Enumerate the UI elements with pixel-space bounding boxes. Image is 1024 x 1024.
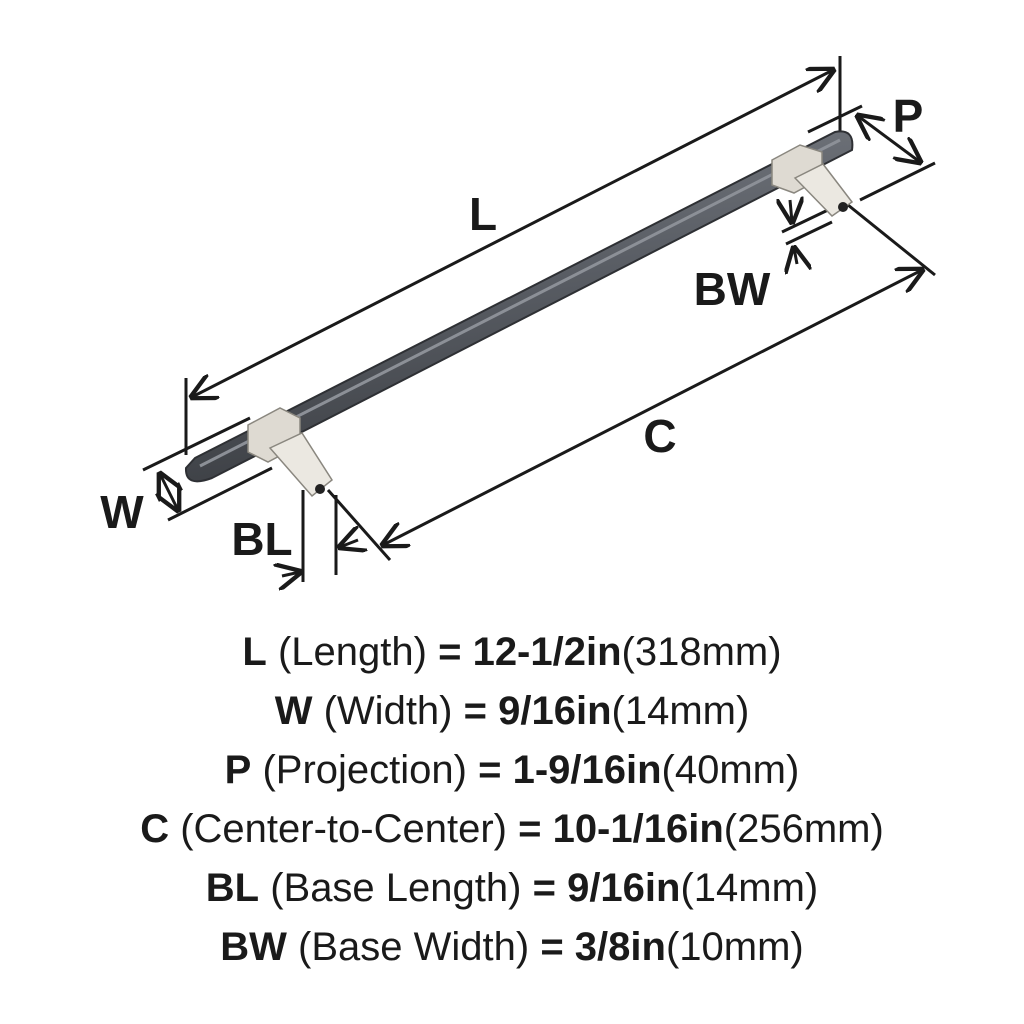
dimension-diagram: L W BL C P BW (100, 56, 936, 620)
label-w: W (100, 486, 144, 538)
spec-value: = 3/8in (540, 925, 666, 969)
spec-name: (Length) (277, 630, 427, 674)
spec-metric: (40mm) (661, 748, 800, 792)
spec-metric: (10mm) (665, 925, 804, 969)
spec-value: = 1-9/16in (478, 748, 662, 792)
spec-name: (Base Width) (298, 925, 530, 969)
spec-value: = 10-1/16in (518, 807, 724, 851)
spec-code: BW (220, 925, 287, 969)
label-bl: BL (231, 513, 292, 565)
spec-name: (Base Length) (270, 866, 522, 910)
spec-metric: (14mm) (611, 689, 750, 733)
base-post-left (247, 407, 333, 498)
spec-width: W (Width) = 9/16in(14mm) (0, 685, 1024, 744)
spec-base-length: BL (Base Length) = 9/16in(14mm) (0, 862, 1024, 921)
spec-metric: (256mm) (723, 807, 884, 851)
spec-code: P (224, 748, 252, 792)
label-bw: BW (694, 263, 771, 315)
spec-value: = 9/16in (463, 689, 612, 733)
spec-code: BL (205, 866, 260, 910)
spec-code: W (274, 689, 313, 733)
spec-value: = 9/16in (532, 866, 681, 910)
spec-base-width: BW (Base Width) = 3/8in(10mm) (0, 921, 1024, 980)
label-p: P (893, 90, 924, 142)
spec-name: (Center-to-Center) (180, 807, 507, 851)
label-l: L (469, 188, 497, 240)
spec-name: (Projection) (262, 748, 467, 792)
spec-code: L (242, 630, 267, 674)
label-c: C (643, 410, 676, 462)
spec-list: L (Length) = 12-1/2in(318mm) W (Width) =… (0, 626, 1024, 980)
spec-projection: P (Projection) = 1-9/16in(40mm) (0, 744, 1024, 803)
spec-center-to-center: C (Center-to-Center) = 10-1/16in(256mm) (0, 803, 1024, 862)
dimension-lines (142, 56, 936, 582)
base-post-right (771, 144, 854, 217)
spec-name: (Width) (323, 689, 453, 733)
spec-metric: (14mm) (680, 866, 819, 910)
spec-value: = 12-1/2in (438, 630, 622, 674)
spec-code: C (140, 807, 170, 851)
spec-length: L (Length) = 12-1/2in(318mm) (0, 626, 1024, 685)
spec-metric: (318mm) (621, 630, 782, 674)
